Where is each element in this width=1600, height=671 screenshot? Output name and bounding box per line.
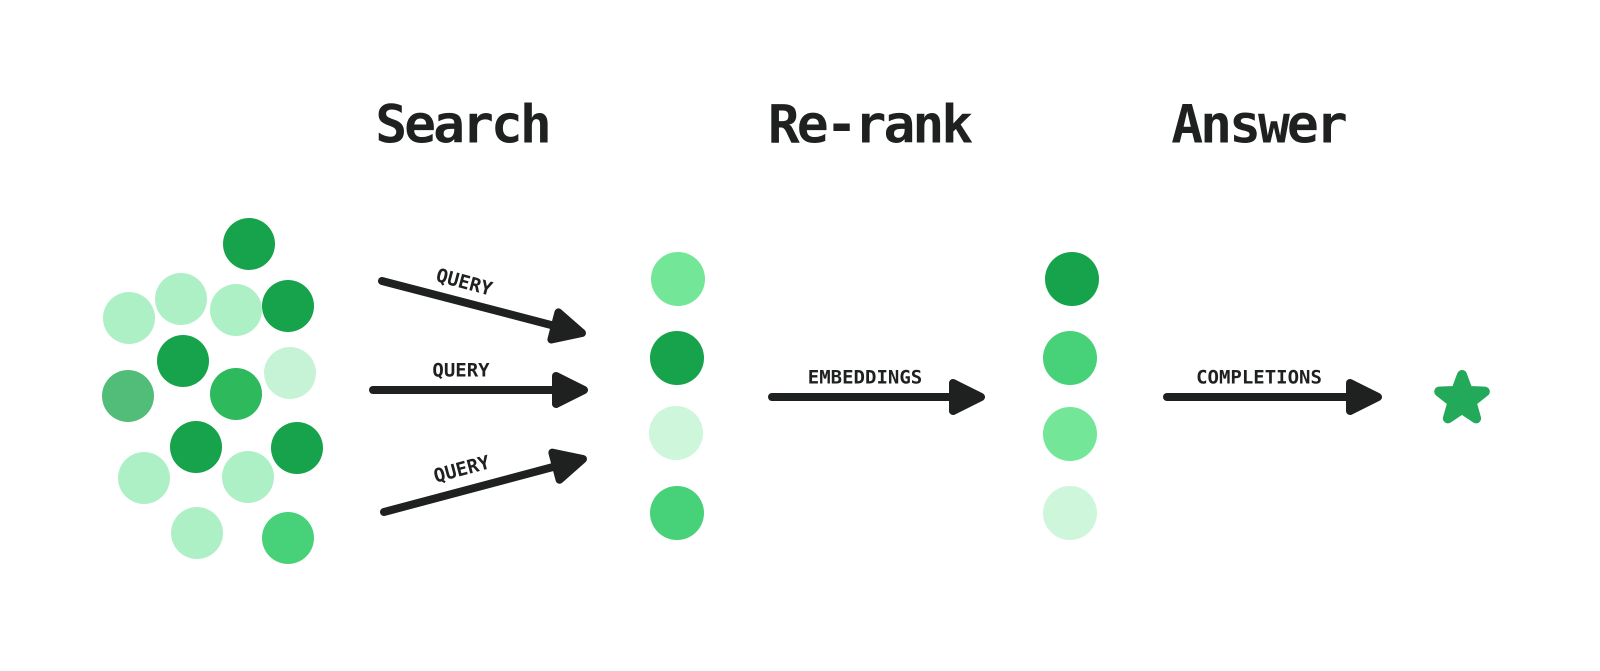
query-1-arrow-head bbox=[547, 308, 586, 344]
embeddings-arrow-label: EMBEDDINGS bbox=[807, 366, 923, 389]
document-dot bbox=[264, 347, 316, 399]
document-dot bbox=[102, 370, 154, 422]
document-dot bbox=[222, 451, 274, 503]
document-dot bbox=[171, 507, 223, 559]
document-dot bbox=[103, 292, 155, 344]
reranked-dot bbox=[1043, 331, 1097, 385]
stage-title-rerank: Re-rank bbox=[767, 94, 973, 156]
search-result-dot bbox=[651, 252, 705, 306]
search-result-dot bbox=[650, 486, 704, 540]
query-arrow-2-label: QUERY bbox=[432, 359, 490, 382]
document-dot bbox=[155, 273, 207, 325]
query-3-arrow-head bbox=[548, 448, 587, 484]
completions-arrow-label: COMPLETIONS bbox=[1196, 366, 1322, 389]
answer-star-icon bbox=[1434, 370, 1490, 424]
document-dot bbox=[271, 422, 323, 474]
document-dot bbox=[170, 421, 222, 473]
reranked-dot bbox=[1045, 252, 1099, 306]
document-dot bbox=[262, 512, 314, 564]
completions-arrow-head bbox=[1346, 379, 1382, 415]
stage-title-answer: Answer bbox=[1171, 94, 1347, 156]
query-3-arrow-line bbox=[380, 463, 557, 516]
document-dot bbox=[157, 335, 209, 387]
reranked-dot bbox=[1043, 407, 1097, 461]
stage-title-search: Search bbox=[375, 94, 551, 156]
document-dot bbox=[223, 218, 275, 270]
document-dot bbox=[210, 368, 262, 420]
document-dot bbox=[262, 280, 314, 332]
query-1-arrow-line bbox=[378, 277, 556, 329]
document-dot bbox=[210, 284, 262, 336]
search-result-dot bbox=[650, 331, 704, 385]
embeddings-arrow-head bbox=[949, 379, 985, 415]
reranked-dot bbox=[1043, 486, 1097, 540]
query-2-arrow-head bbox=[552, 372, 588, 408]
search-result-dot bbox=[649, 406, 703, 460]
document-dot bbox=[118, 452, 170, 504]
